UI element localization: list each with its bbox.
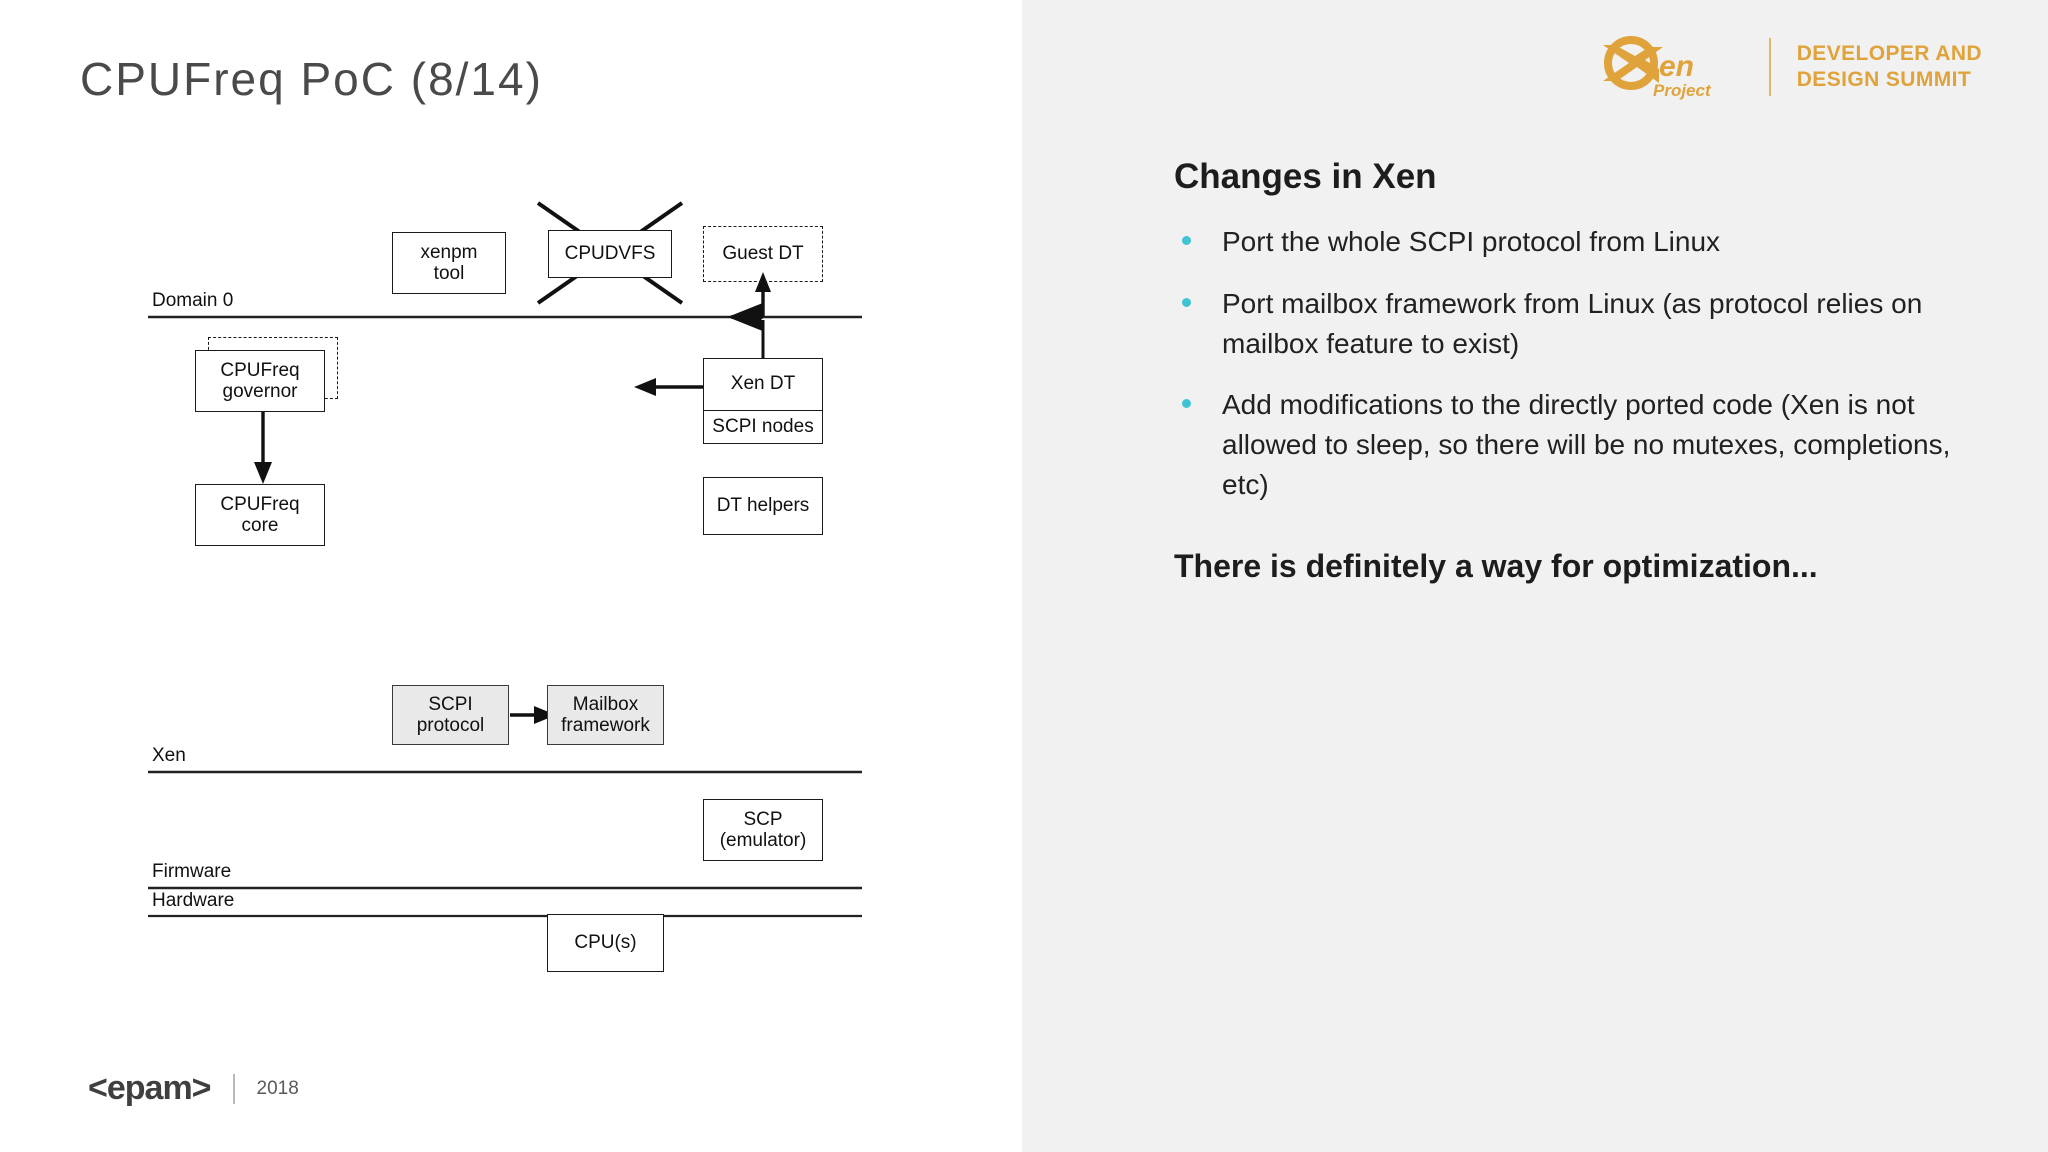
- list-item: Port the whole SCPI protocol from Linux: [1174, 222, 2004, 262]
- scpi-protocol-line2: protocol: [416, 715, 485, 736]
- scp-emulator-line1: SCP: [743, 808, 783, 830]
- layer-label-xen: Xen: [152, 745, 186, 766]
- xen-dt-separator: [704, 409, 822, 411]
- xen-project-logo-icon: en Project: [1593, 36, 1743, 100]
- bullet-text: Port mailbox framework from Linux (as pr…: [1222, 287, 1923, 359]
- svg-text:Project: Project: [1653, 81, 1712, 100]
- xen-dt-title: Xen DT: [730, 373, 796, 395]
- box-cpus: CPU(s): [547, 914, 664, 972]
- cpudvfs-label: CPUDVFS: [564, 243, 656, 265]
- list-item: Add modifications to the directly ported…: [1174, 385, 2004, 504]
- cpufreq-core-line2: core: [241, 515, 279, 536]
- bullet-dot-icon: [1182, 297, 1191, 307]
- box-cpufreq-governor: CPUFreq governor: [195, 350, 325, 412]
- mailbox-framework-line2: framework: [561, 715, 650, 736]
- bullet-dot-icon: [1182, 399, 1191, 409]
- brand-line-1: DEVELOPER AND: [1796, 41, 1982, 65]
- xenpm-tool-line1: xenpm: [420, 241, 478, 263]
- panel-heading: Changes in Xen: [1174, 157, 1437, 196]
- box-mailbox-framework: Mailbox framework: [547, 685, 664, 745]
- bullet-list: Port the whole SCPI protocol from Linux …: [1174, 222, 2004, 527]
- list-item: Port mailbox framework from Linux (as pr…: [1174, 284, 2004, 364]
- bullet-text: Port the whole SCPI protocol from Linux: [1222, 226, 1721, 257]
- box-xen-dt: Xen DT SCPI nodes: [703, 358, 823, 444]
- brand-text: DEVELOPER AND DESIGN SUMMIT: [1797, 41, 1982, 94]
- svg-text:en: en: [1659, 50, 1694, 83]
- cpufreq-governor-line1: CPUFreq: [220, 359, 300, 381]
- box-xenpm-tool: xenpm tool: [392, 232, 506, 294]
- cpus-label: CPU(s): [574, 932, 637, 954]
- footer: <epam> 2018: [88, 1069, 299, 1108]
- box-scpi-protocol: SCPI protocol: [392, 685, 509, 745]
- layer-label-domain0: Domain 0: [152, 290, 234, 311]
- xenpm-tool-line2: tool: [433, 263, 465, 284]
- cpufreq-core-line1: CPUFreq: [220, 493, 300, 515]
- closing-statement: There is definitely a way for optimizati…: [1174, 548, 1818, 584]
- cpufreq-governor-line2: governor: [222, 381, 298, 402]
- layer-label-firmware: Firmware: [152, 861, 232, 882]
- box-guest-dt: Guest DT: [703, 226, 823, 282]
- brand-line-2: DESIGN SUMMIT: [1796, 68, 1972, 91]
- diagram-lines: [148, 201, 862, 918]
- brand-header: en Project DEVELOPER AND DESIGN SUMMIT: [1593, 36, 1982, 100]
- footer-divider: [232, 1073, 235, 1104]
- epam-logo: <epam>: [88, 1069, 212, 1107]
- architecture-diagram: xenpm tool CPUDVFS Guest DT Domain 0 CPU…: [0, 0, 1022, 1050]
- left-panel: CPUFreq PoC (8/14): [0, 0, 1022, 1152]
- right-panel: en Project DEVELOPER AND DESIGN SUMMIT C…: [1022, 0, 2048, 1152]
- guest-dt-label: Guest DT: [722, 243, 804, 265]
- box-cpufreq-core: CPUFreq core: [195, 484, 325, 546]
- scp-emulator-line2: (emulator): [719, 830, 807, 851]
- box-cpudvfs: CPUDVFS: [548, 230, 672, 278]
- brand-divider: [1768, 38, 1771, 96]
- page-title: CPUFreq PoC (8/14): [80, 53, 543, 105]
- bullet-dot-icon: [1182, 236, 1191, 245]
- layer-label-hardware: Hardware: [152, 890, 235, 911]
- scpi-nodes-label: SCPI nodes: [712, 416, 814, 437]
- bullet-text: Add modifications to the directly ported…: [1222, 389, 1951, 500]
- box-dt-helpers: DT helpers: [703, 477, 823, 535]
- mailbox-framework-line1: Mailbox: [572, 693, 639, 715]
- footer-year: 2018: [256, 1077, 299, 1099]
- box-scp-emulator: SCP (emulator): [703, 799, 823, 861]
- scpi-protocol-line1: SCPI: [428, 693, 473, 715]
- dt-helpers-label: DT helpers: [716, 495, 810, 517]
